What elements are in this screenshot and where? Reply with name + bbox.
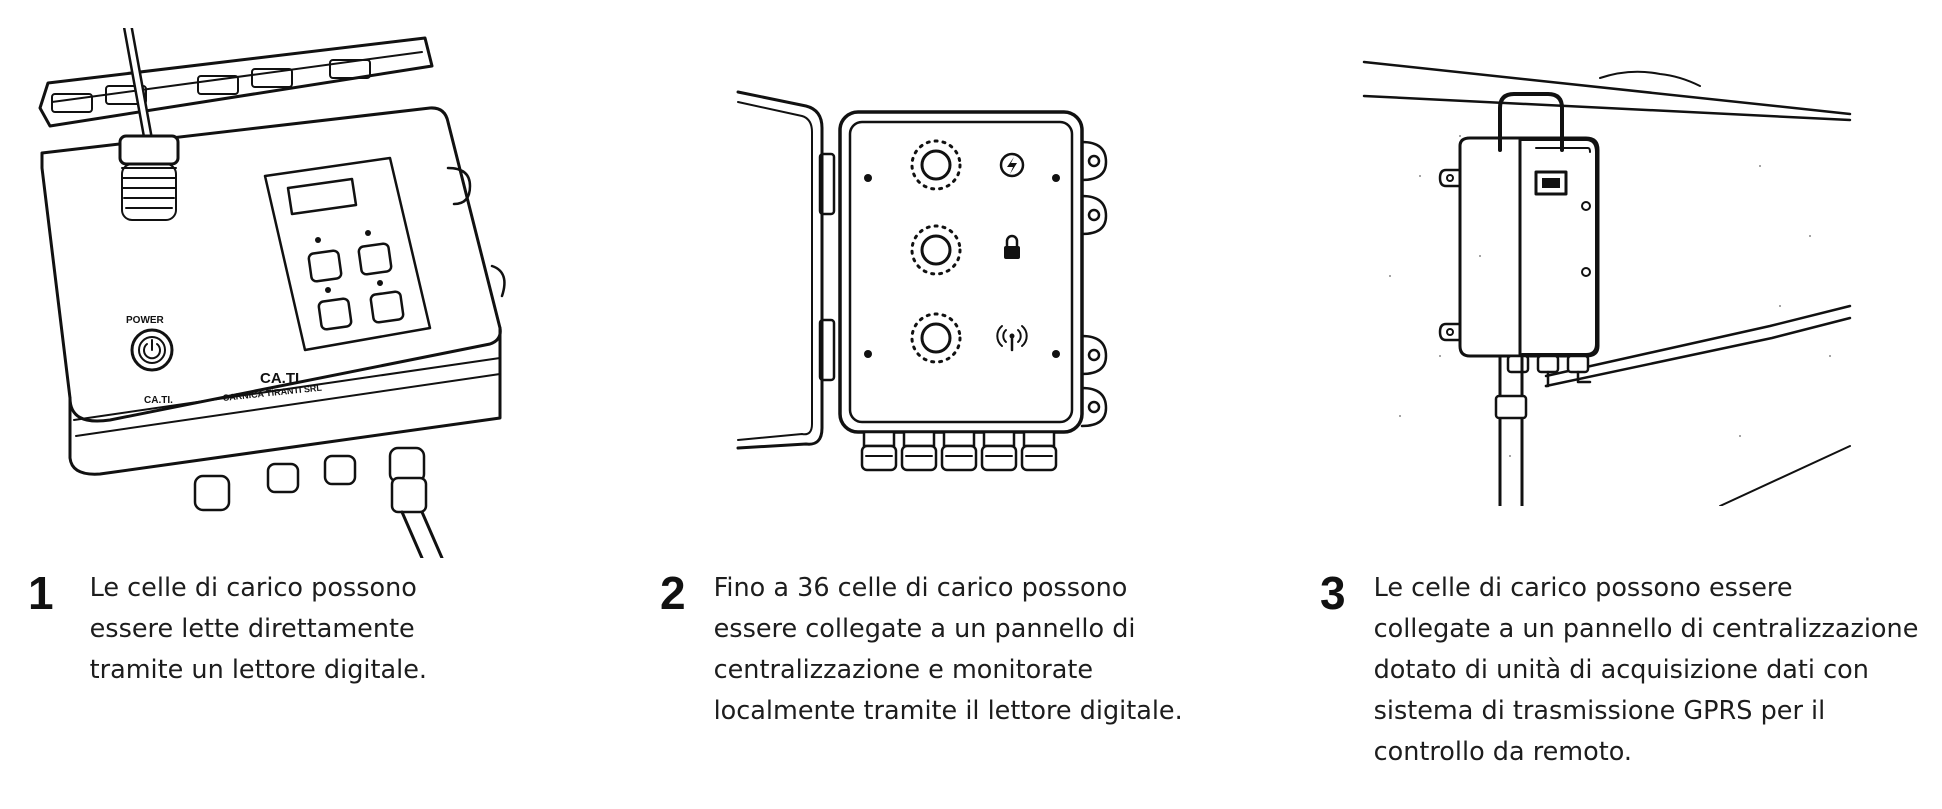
step-text-line: Le celle di carico possono <box>89 573 417 603</box>
illustration-wall-mounted-unit <box>1360 56 1860 506</box>
step-text-line: essere lette direttamente <box>89 614 415 644</box>
step-text-line: localmente tramite il lettore digitale. <box>713 696 1183 726</box>
step-number: 2 <box>660 567 686 619</box>
brand-large-label: CA.TI. <box>260 370 303 387</box>
step-text-line: centralizzazione e monitorate <box>713 655 1094 685</box>
step-description: Fino a 36 celle di carico possono essere… <box>714 568 1183 732</box>
illustration-centralization-panel <box>736 88 1116 488</box>
illustration-portable-reader: POWER CA.TI. CA.TI. CARNICA TIRANTI SRL <box>30 28 510 558</box>
step-text-line: Fino a 36 celle di carico possono <box>713 573 1128 603</box>
step-text-line: tramite un lettore digitale. <box>89 655 427 685</box>
brand-small-label: CA.TI. <box>144 395 173 406</box>
step-number: 3 <box>1320 567 1346 619</box>
step-description: Le celle di carico possono essere colleg… <box>1374 568 1919 773</box>
step-text-line: controllo da remoto. <box>1373 737 1633 767</box>
lock-icon <box>1004 234 1020 259</box>
step-number: 1 <box>28 567 54 619</box>
step-3: 3 Le celle di carico possono essere coll… <box>1320 568 1918 773</box>
step-text-line: sistema di trasmissione GPRS per il <box>1373 696 1826 726</box>
step-text-line: collegate a un pannello di centralizzazi… <box>1373 614 1919 644</box>
power-label: POWER <box>126 315 165 326</box>
wireless-antenna-icon <box>996 325 1028 352</box>
step-1: 1 Le celle di carico possono essere lett… <box>28 568 427 691</box>
step-2: 2 Fino a 36 celle di carico possono esse… <box>660 568 1183 732</box>
step-text-line: Le celle di carico possono essere <box>1373 573 1793 603</box>
step-text-line: essere collegate a un pannello di <box>713 614 1136 644</box>
lightning-icon <box>999 152 1025 178</box>
step-description: Le celle di carico possono essere lette … <box>90 568 427 691</box>
step-text-line: dotato di unità di acquisizione dati con <box>1373 655 1869 685</box>
